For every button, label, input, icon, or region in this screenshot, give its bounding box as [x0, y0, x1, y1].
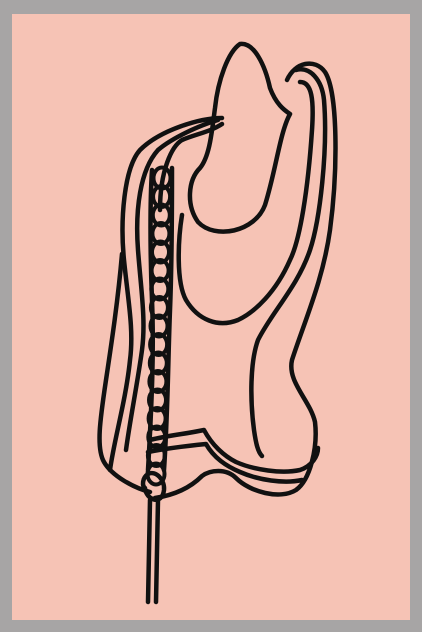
instrument-shaft-left	[148, 500, 150, 602]
background-panel	[12, 14, 410, 620]
instrument-shaft-right	[156, 500, 158, 602]
